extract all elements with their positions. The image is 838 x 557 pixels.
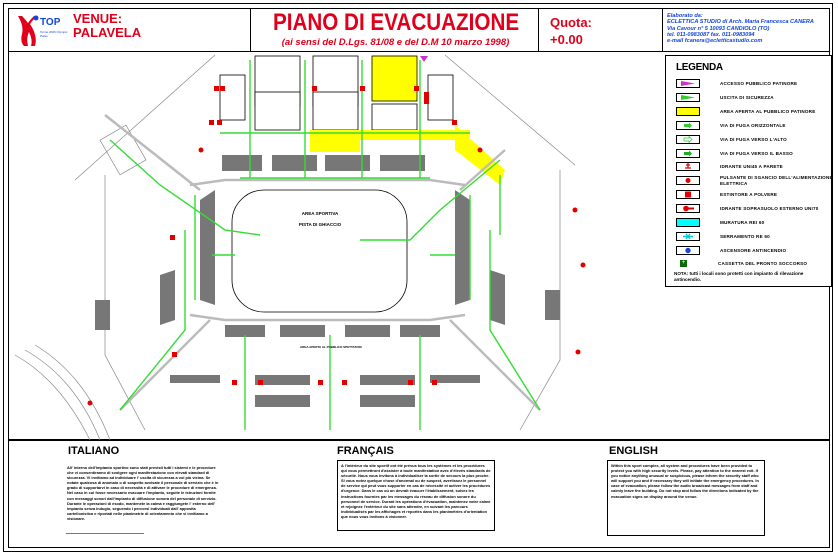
arrow-down-icon bbox=[676, 149, 700, 158]
green-flag-icon bbox=[676, 93, 700, 102]
quota-value: +0.00 bbox=[550, 32, 583, 47]
logo-text: TOP bbox=[40, 17, 61, 28]
legend-item: VIA DI FUGA VERSO L'ALTO bbox=[676, 134, 835, 145]
legend-item: IDRANTE SOPRASUOLO ESTERNO UNI70 bbox=[676, 203, 835, 214]
yellow-area-icon bbox=[676, 107, 700, 116]
legend-label: MURATURA REI 60 bbox=[720, 219, 765, 225]
legend-label: SERRAMENTO RE 60 bbox=[720, 233, 770, 239]
quota: Quota: +0.00 bbox=[550, 14, 592, 48]
header-divider bbox=[662, 8, 663, 52]
top-rooms bbox=[219, 55, 454, 131]
legend-item: SERRAMENTO RE 60 bbox=[676, 231, 835, 242]
escape-routes bbox=[109, 60, 541, 430]
legend-label: VIA DI FUGA VERSO L'ALTO bbox=[720, 136, 787, 142]
legend-label: ACCESSO PUBBLICO PATINORE bbox=[720, 80, 798, 86]
english-heading: ENGLISH bbox=[609, 445, 658, 457]
legend-label: USCITA DI SICUREZZA bbox=[720, 94, 774, 100]
first-aid-icon: + bbox=[680, 260, 687, 267]
contact-line: ECLETTICA STUDIO di Arch. Maria Francesc… bbox=[667, 19, 814, 26]
door-icon bbox=[676, 232, 700, 241]
page-title: PIANO DI EVACUAZIONE bbox=[272, 9, 520, 36]
legend-item: PULSANTE DI SGANCIO DELL'ALIMENTAZIONE E… bbox=[676, 174, 835, 187]
italian-heading: ITALIANO bbox=[68, 445, 120, 457]
instructions-panel bbox=[8, 440, 830, 548]
legend-title: LEGENDA bbox=[676, 62, 723, 73]
ice-rink bbox=[231, 189, 408, 313]
legend-item: MURATURA REI 60 bbox=[676, 217, 835, 228]
legend-item: IDRANTE UNI45 A PARETE bbox=[676, 161, 835, 172]
header-divider bbox=[250, 8, 251, 52]
author-contact: Elaborato da: ECLETTICA STUDIO di Arch. … bbox=[667, 13, 814, 44]
external-hydrant-icon bbox=[676, 204, 700, 213]
divider-line bbox=[66, 533, 144, 534]
extinguisher-icon bbox=[676, 190, 700, 199]
public-area bbox=[310, 125, 505, 185]
legend-item: VIA DI FUGA VERSO IL BASSO bbox=[676, 148, 835, 159]
magenta-flag-icon bbox=[676, 79, 700, 88]
legend-item: ACCESSO PUBBLICO PATINORE bbox=[676, 78, 835, 89]
arrow-up-outline-icon bbox=[676, 135, 700, 144]
legend-label: VIA DI FUGA VERSO IL BASSO bbox=[720, 150, 793, 156]
top-logo: TOP Torino 2006 Olympic Parks bbox=[14, 12, 70, 48]
venue-name: PALAVELA bbox=[73, 25, 142, 40]
wall-icon bbox=[676, 218, 700, 227]
legend-label: IDRANTE SOPRASUOLO ESTERNO UNI70 bbox=[720, 205, 819, 211]
area-label: AREA SPORTIVA bbox=[302, 211, 339, 216]
venue: VENUE: PALAVELA bbox=[73, 12, 141, 40]
legend-item: ESTINTORE A POLVERE bbox=[676, 189, 835, 200]
legend-label: AREA APERTA AL PUBBLICO PATINORE bbox=[720, 108, 816, 114]
french-heading: FRANÇAIS bbox=[337, 445, 394, 457]
legend-label: VIA DI FUGA ORIZZONTALE bbox=[720, 122, 786, 128]
italian-text: All' interno dell'impianto sportivo sono… bbox=[67, 465, 219, 521]
logo-subtext: Torino 2006 Olympic Parks bbox=[40, 30, 68, 38]
contact-line: Via Cavour n° 5 10093 CANDIOLO (TO) bbox=[667, 25, 770, 32]
title-block bbox=[8, 8, 830, 52]
french-text: A l'intérieur du site sportif ont été pr… bbox=[337, 460, 495, 531]
legend-label: PULSANTE DI SGANCIO DELL'ALIMENTAZIONE E… bbox=[720, 175, 833, 186]
hydrant-icon bbox=[676, 162, 700, 171]
power-switch-icon bbox=[676, 176, 700, 185]
arrow-right-icon bbox=[676, 121, 700, 130]
page-subtitle: (ai sensi del D.Lgs. 81/08 e del D.M 10 … bbox=[281, 37, 510, 48]
walkways bbox=[104, 114, 541, 411]
elevator-icon bbox=[676, 246, 700, 255]
legend-label: CASSETTA DEL PRONTO SOCCORSO bbox=[718, 260, 808, 266]
legend-item: ASCENSORE ANTINCENDIO bbox=[676, 245, 835, 256]
contact-email: e-mail fcanera@ecletticastudio.com bbox=[667, 38, 763, 45]
legend: LEGENDA ACCESSO PUBBLICO PATINORE USCITA… bbox=[665, 55, 835, 287]
contact-line: Elaborato da: bbox=[667, 13, 703, 19]
legend-label: ESTINTORE A POLVERE bbox=[720, 191, 778, 197]
legend-label: IDRANTE UNI45 A PARETE bbox=[720, 163, 783, 169]
building-outline bbox=[14, 54, 576, 441]
legend-item: + CASSETTA DEL PRONTO SOCCORSO bbox=[680, 258, 833, 269]
venue-label: VENUE: bbox=[73, 11, 123, 26]
area-label: PISTA DI GHIACCIO bbox=[299, 222, 342, 227]
legend-item: USCITA DI SICUREZZA bbox=[676, 92, 835, 103]
legend-note: NOTA: tutti i locali sono protetti con i… bbox=[674, 271, 804, 282]
quota-label: Quota: bbox=[550, 15, 592, 30]
contact-line: tel. 011-0983087 fax. 011-0983094 bbox=[667, 31, 755, 38]
english-text: Within this sport complex, all system an… bbox=[607, 460, 765, 536]
legend-item: VIA DI FUGA ORIZZONTALE bbox=[676, 120, 835, 131]
page-frame bbox=[3, 3, 833, 552]
fire-equipment bbox=[87, 86, 586, 406]
stands bbox=[95, 155, 560, 407]
legend-label: ASCENSORE ANTINCENDIO bbox=[720, 247, 787, 253]
header-divider bbox=[538, 8, 539, 52]
public-access-marker bbox=[420, 56, 428, 62]
corridor-label: AREA APERTA AL PUBBLICO SPETTATORI bbox=[300, 345, 362, 349]
legend-item: AREA APERTA AL PUBBLICO PATINORE bbox=[676, 106, 835, 117]
